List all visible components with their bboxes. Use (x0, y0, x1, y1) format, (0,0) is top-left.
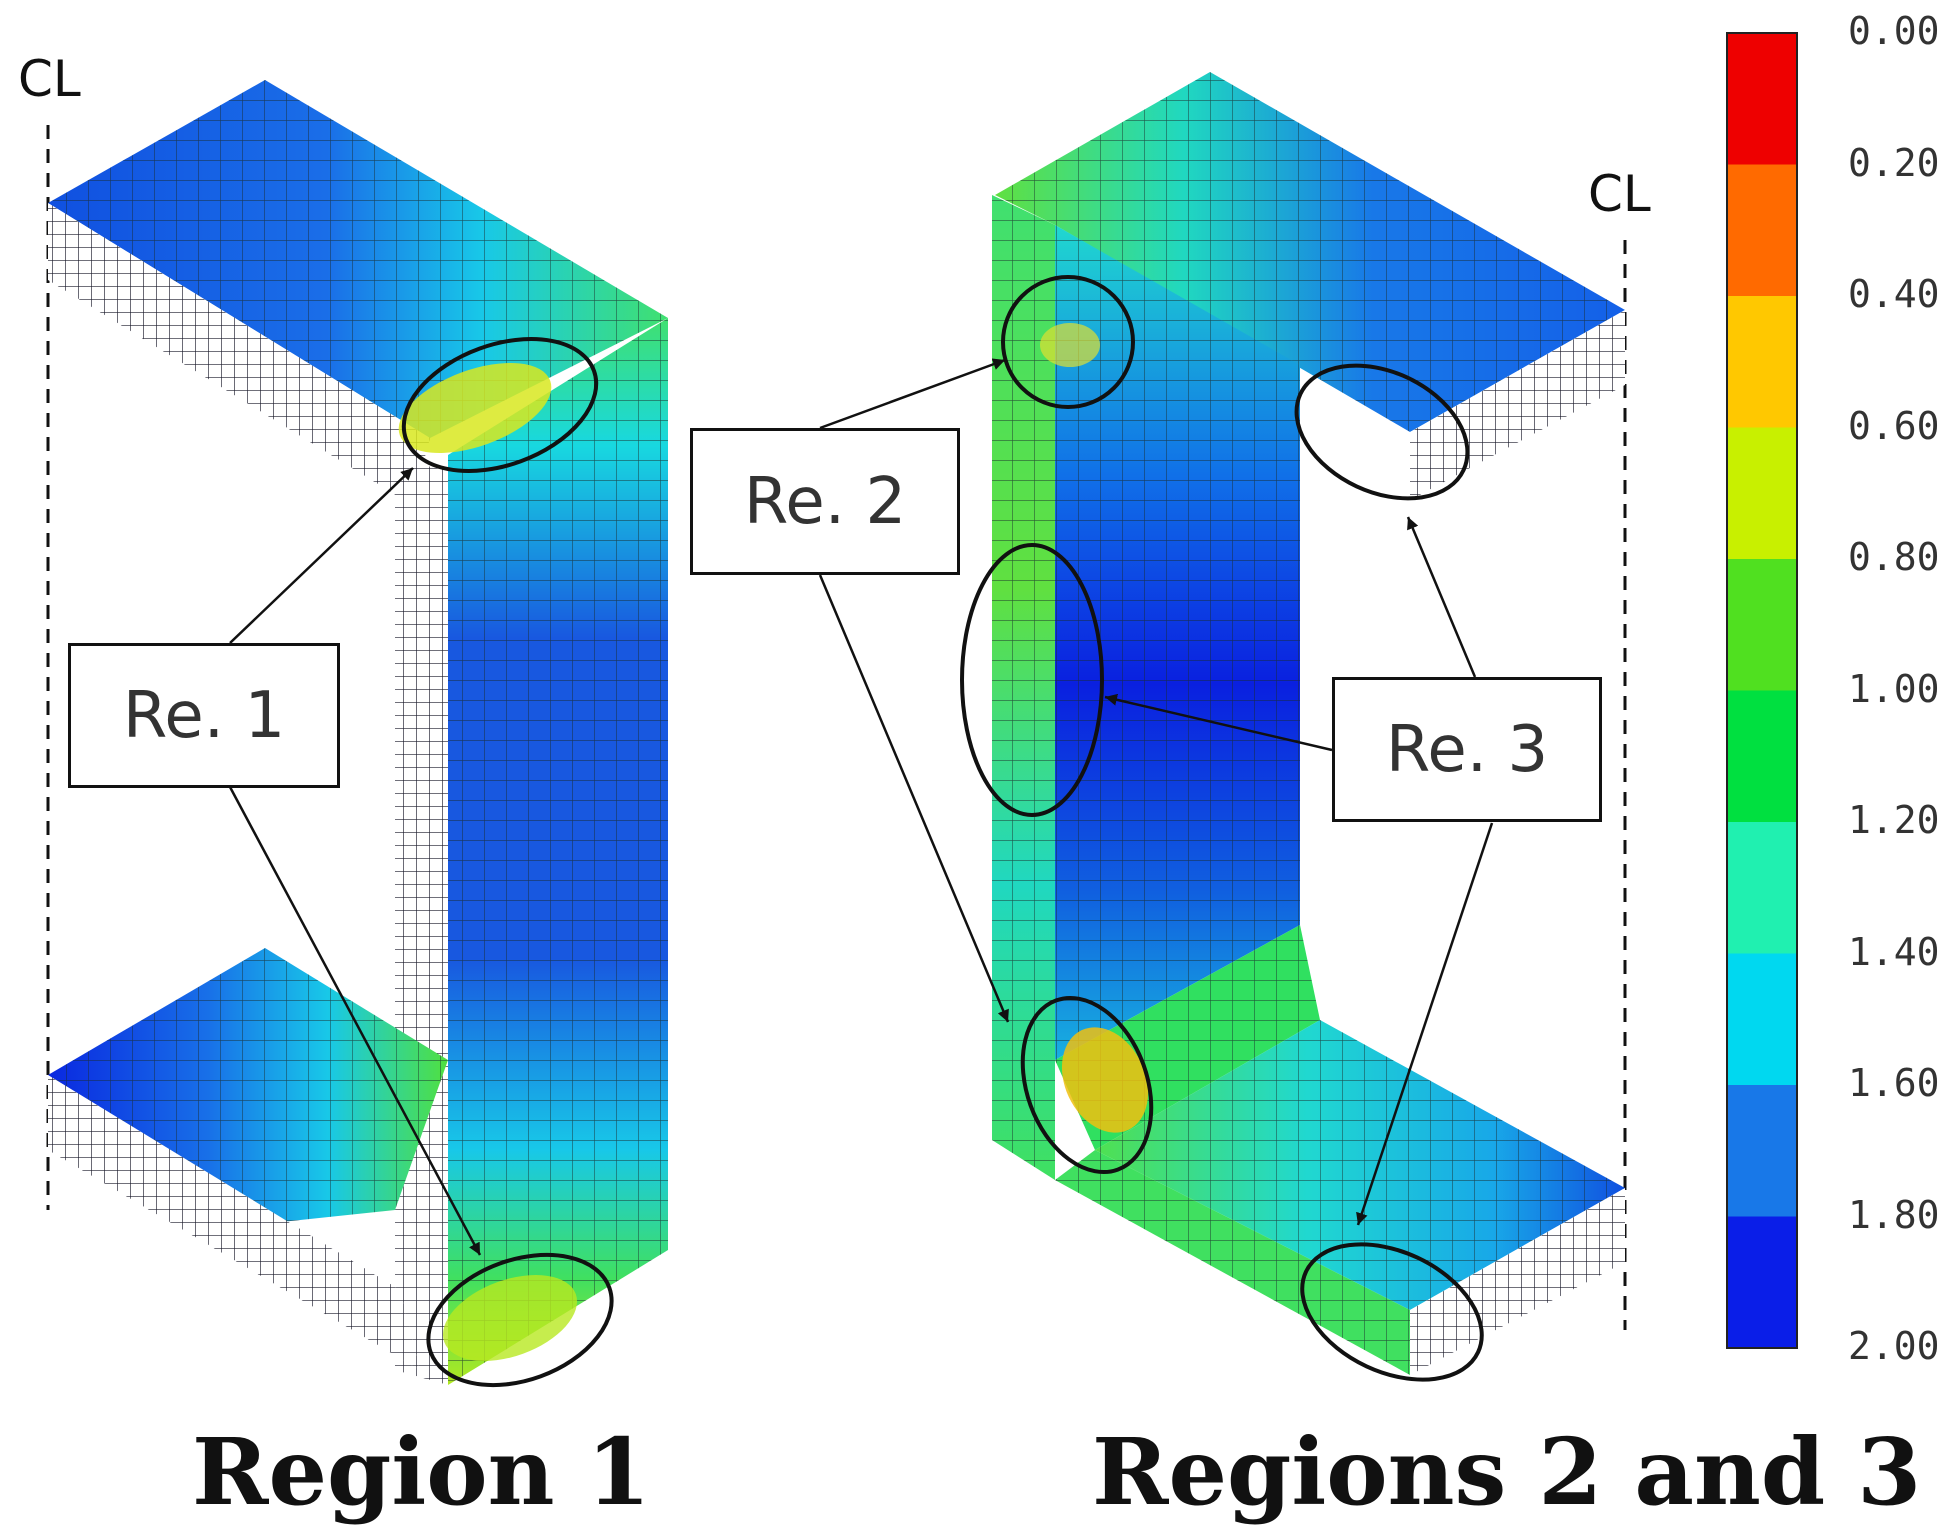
circle-re1-bottom (426, 1252, 614, 1388)
color-band-1 (1727, 164, 1797, 296)
circle-re1-top (401, 337, 599, 473)
color-bar-outline (1726, 32, 1798, 1349)
color-band-5 (1727, 690, 1797, 822)
leader-arrows (228, 358, 1494, 1256)
circle-re3-mid (960, 543, 1104, 817)
color-bar-tick-label: 1.80 (1848, 1192, 1940, 1237)
color-bar-tick-label: 0.60 (1848, 403, 1940, 448)
color-bar-tick-label: 1.40 (1848, 929, 1940, 974)
circle-re3-top (1294, 363, 1470, 501)
circle-re2-top (1001, 275, 1135, 409)
color-band-0 (1727, 33, 1797, 165)
caption-region-1: Region 1 (192, 1418, 651, 1526)
caption-regions-2-3: Regions 2 and 3 (1092, 1418, 1922, 1526)
color-bar-tick-label: 0.40 (1848, 272, 1940, 316)
color-band-4 (1727, 559, 1797, 691)
circle-re3-bottom (1300, 1242, 1484, 1382)
color-band-8 (1727, 1085, 1797, 1217)
color-bar-tick-label: 2.00 (1848, 1324, 1940, 1368)
color-bar-tick-label: 0.80 (1848, 535, 1940, 579)
highlight-circles (401, 275, 1484, 1388)
color-band-3 (1727, 427, 1797, 559)
color-bar-tick-label: 1.20 (1848, 798, 1940, 842)
callout-re2: Re. 2 (690, 428, 960, 575)
callout-re3: Re. 3 (1332, 677, 1602, 822)
color-band-6 (1727, 822, 1797, 954)
color-band-7 (1727, 953, 1797, 1085)
color-band-2 (1727, 296, 1797, 428)
centerline-label-right: CL (1588, 165, 1651, 223)
color-bar-tick-label: 1.60 (1848, 1061, 1940, 1105)
stress-color-bar (1726, 32, 1798, 1349)
color-bar-tick-label: 0.20 (1848, 140, 1940, 185)
color-bar-tick-label: 0.00 (1848, 9, 1940, 53)
color-bar-tick-label: 1.00 (1848, 666, 1940, 711)
fem-model-regions-2-3 (992, 72, 1625, 1375)
callout-re1: Re. 1 (68, 643, 340, 788)
centerline-label-left: CL (18, 50, 81, 108)
fem-model-region-1 (48, 80, 668, 1385)
color-band-9 (1727, 1216, 1797, 1348)
circle-re2-bottom (1020, 995, 1154, 1175)
